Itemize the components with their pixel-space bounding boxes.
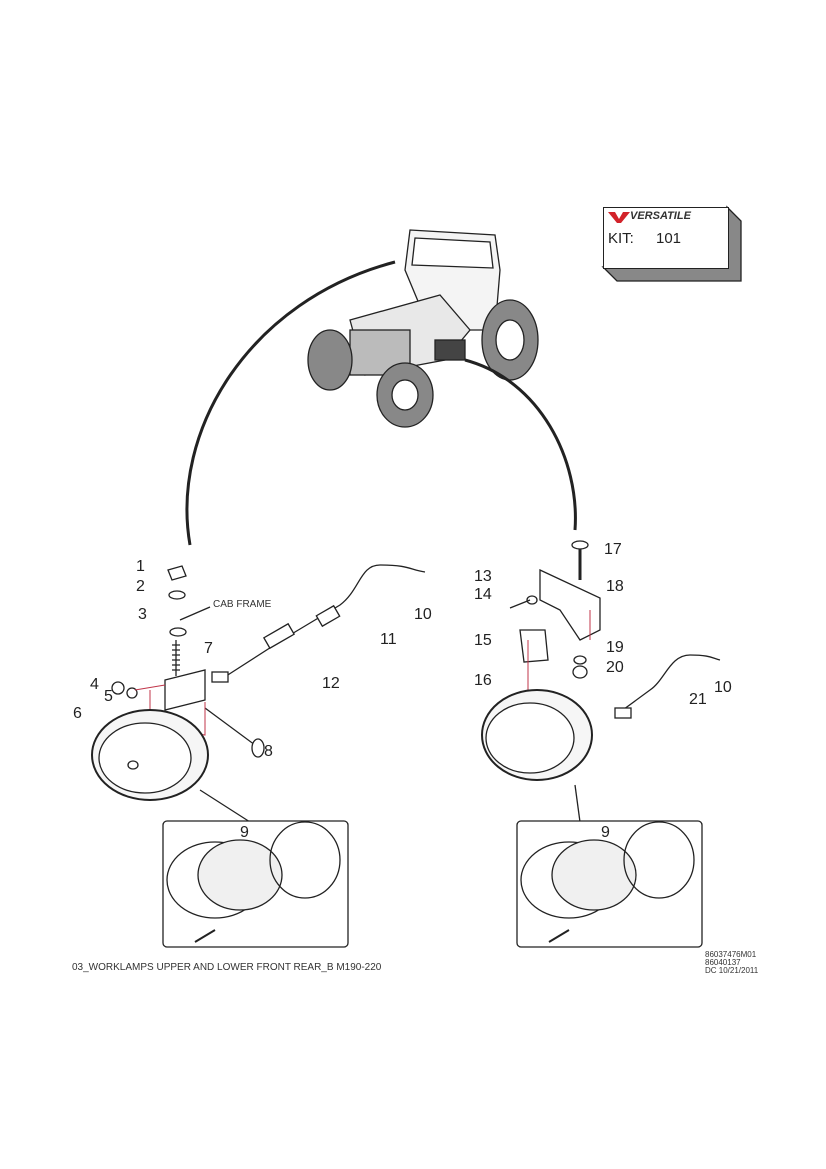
kit-number: 101 bbox=[656, 230, 682, 247]
callout-7: 7 bbox=[204, 640, 213, 657]
kit-box: VERSATILE KIT: 101 bbox=[603, 207, 729, 269]
callout-14: 14 bbox=[474, 586, 492, 603]
callout-6: 6 bbox=[73, 705, 82, 722]
tractor-illustration bbox=[307, 229, 539, 428]
revision-date: DC 10/21/2011 bbox=[705, 966, 759, 975]
left-mount-assembly bbox=[91, 564, 426, 823]
kit-label: KIT: bbox=[608, 230, 634, 247]
callout-15: 15 bbox=[474, 632, 492, 649]
callout-19: 19 bbox=[606, 639, 624, 656]
left-lamp-exploded-parts bbox=[166, 821, 341, 943]
brand-name: VERSATILE bbox=[630, 210, 691, 222]
callout-5: 5 bbox=[104, 688, 113, 705]
callout-13: 13 bbox=[474, 568, 492, 585]
drawing-title: 03_WORKLAMPS UPPER AND LOWER FRONT REAR_… bbox=[72, 962, 382, 973]
ref-number-2: 86040137 bbox=[705, 958, 741, 967]
callout-17: 17 bbox=[604, 541, 622, 558]
callout-2: 2 bbox=[136, 578, 145, 595]
callout-11: 11 bbox=[380, 631, 397, 648]
harness-cable-left bbox=[185, 260, 396, 546]
callout-20: 20 bbox=[606, 659, 624, 676]
ref-number-1: 86037476M01 bbox=[705, 950, 757, 959]
cab-frame-label: CAB FRAME bbox=[213, 599, 272, 610]
callout-4: 4 bbox=[90, 676, 99, 693]
callout-21: 21 bbox=[689, 691, 707, 708]
callout-3: 3 bbox=[138, 606, 147, 623]
callout-18: 18 bbox=[606, 578, 624, 595]
right-lamp-exploded-parts bbox=[520, 821, 695, 943]
versatile-logo-icon bbox=[608, 212, 630, 223]
callout-16: 16 bbox=[474, 672, 492, 689]
callout-1: 1 bbox=[136, 558, 145, 575]
callout-10-right: 10 bbox=[714, 679, 732, 696]
harness-cable-right bbox=[464, 358, 577, 531]
callout-9-left: 9 bbox=[240, 824, 249, 841]
right-mount-assembly bbox=[481, 540, 721, 823]
callout-9-right: 9 bbox=[601, 824, 610, 841]
callout-12: 12 bbox=[322, 675, 340, 692]
callout-10-left: 10 bbox=[414, 606, 432, 623]
callout-8: 8 bbox=[264, 743, 273, 760]
